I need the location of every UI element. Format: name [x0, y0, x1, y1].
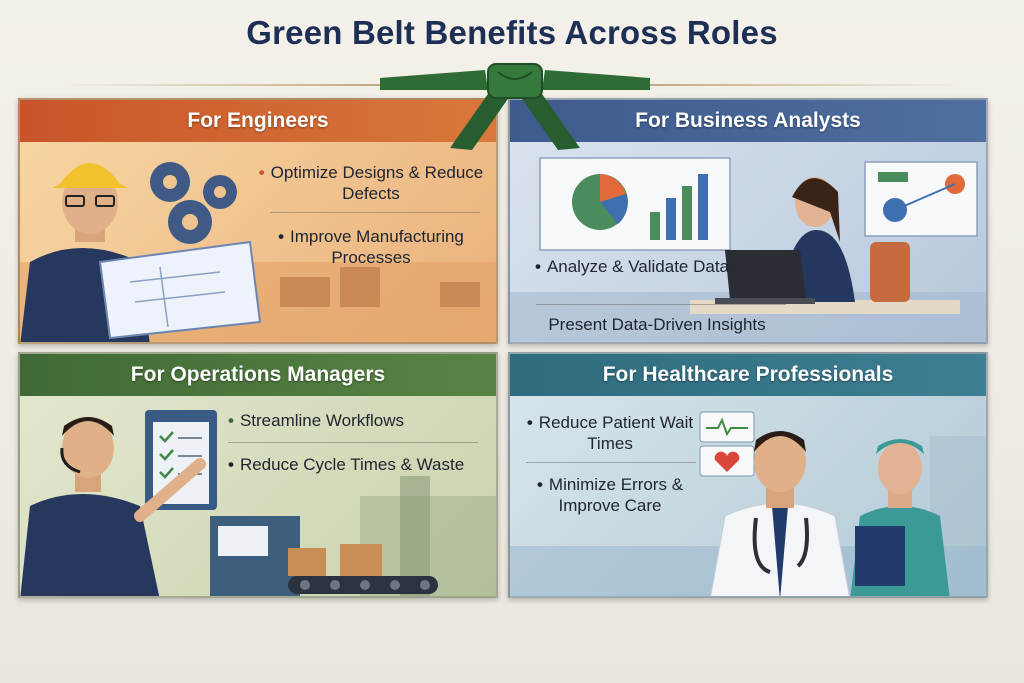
analysts-divider [536, 304, 786, 305]
title-divider-right [634, 84, 964, 86]
healthcare-panel: For Healthcare Professionals •Reduce Pat… [508, 352, 988, 598]
hard-hat-icon [52, 163, 128, 188]
operations-panel: For Operations Managers • [18, 352, 498, 598]
healthcare-illustration [510, 411, 986, 596]
engineers-heading: For Engineers [20, 100, 496, 142]
healthcare-heading: For Healthcare Professionals [510, 354, 986, 396]
analysts-bullet-1: •Analyze & Validate Data [534, 257, 730, 276]
engineers-panel: For Engineers •Optimize Designs & Reduce… [18, 98, 498, 344]
blueprint-icon [98, 240, 262, 340]
clipboard-icon [855, 526, 905, 586]
engineers-bullet-2: •Improve Manufacturing Processes [278, 227, 464, 267]
bar-chart-icon [650, 174, 708, 240]
doctor-figure [710, 431, 850, 596]
conveyor-belt-icon [288, 544, 438, 594]
page-title: Green Belt Benefits Across Roles [246, 14, 778, 51]
engineers-illustration [20, 162, 496, 342]
operations-heading: For Operations Managers [20, 354, 496, 396]
analysts-heading: For Business Analysts [510, 100, 986, 142]
operations-divider [228, 442, 478, 443]
analysts-illustration [510, 157, 986, 342]
nurse-figure [850, 439, 950, 596]
analysts-panel: For Business Analysts [508, 98, 988, 344]
healthcare-divider [526, 462, 696, 463]
healthcare-bullet-1: •Reduce Patient Wait Times [526, 413, 694, 453]
operations-illustration [20, 410, 496, 596]
heart-monitor-icon [699, 411, 755, 477]
healthcare-bullet-2: •Minimize Errors & Improve Care [536, 475, 684, 515]
laptop-icon [715, 250, 815, 304]
headset-icon [60, 447, 81, 474]
engineers-bullet-1: •Optimize Designs & Reduce Defects [258, 163, 484, 203]
title-divider-left [60, 84, 390, 86]
operations-bullet-1: •Streamline Workflows [228, 411, 405, 430]
manager-figure [20, 417, 206, 596]
green-belt-knot-icon [380, 63, 650, 150]
operations-bullet-2: •Reduce Cycle Times & Waste [228, 455, 465, 474]
stethoscope-icon [752, 517, 809, 574]
engineers-divider [270, 212, 480, 213]
gears-icon [150, 162, 237, 244]
pie-chart-icon [572, 174, 628, 230]
analysts-bullet-2: Present Data-Driven Insights [548, 315, 766, 334]
